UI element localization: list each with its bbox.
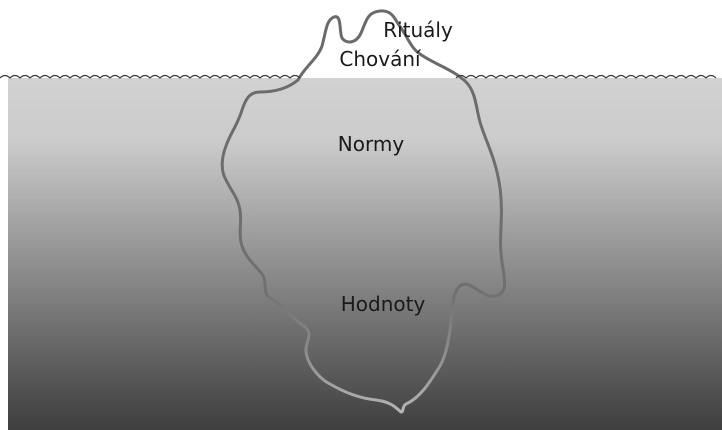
label-behavior: Chování — [339, 47, 422, 71]
label-rituals: Rituály — [383, 18, 453, 42]
water-area — [8, 78, 722, 430]
water-surface-line — [0, 76, 716, 79]
label-values: Hodnoty — [341, 292, 426, 316]
label-norms: Normy — [338, 132, 405, 156]
